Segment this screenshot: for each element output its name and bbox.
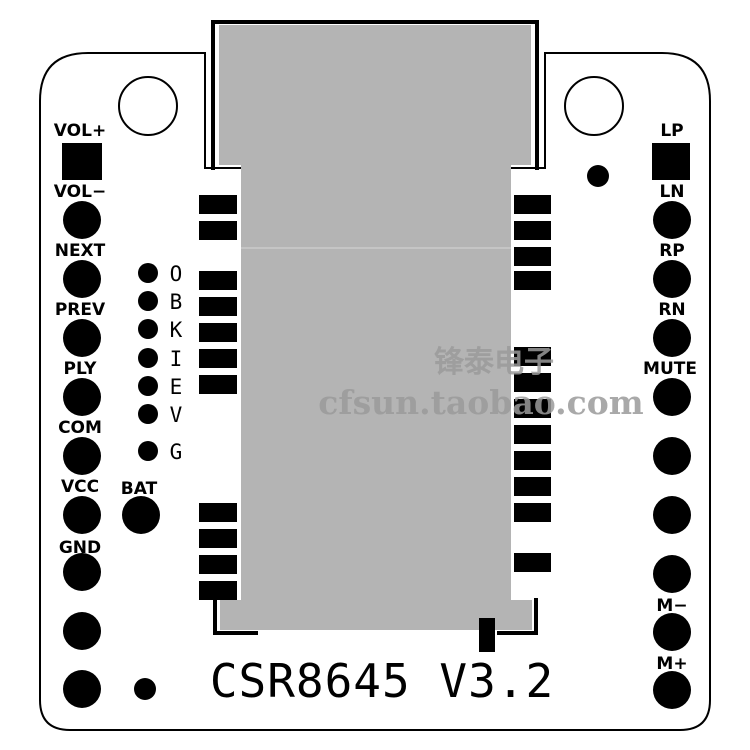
center-pad-column: O B K I E V G (138, 262, 183, 464)
module-bracket-right (497, 598, 538, 635)
bat-label: BAT (121, 479, 158, 499)
watermark-line2: cfsun.taobao.com (318, 383, 643, 422)
pin-pad (653, 671, 691, 709)
module-pad (199, 529, 237, 548)
pin-label-lp: LP (660, 121, 683, 141)
module-pad (199, 297, 237, 316)
small-pad (138, 348, 158, 368)
center-label-e: E (170, 375, 183, 399)
module-pad (514, 477, 551, 496)
pin-label-com: COM (58, 418, 102, 438)
pin-pad (63, 496, 101, 534)
module-pad (199, 555, 237, 574)
bat-pad (122, 496, 160, 534)
pin-pad (63, 612, 101, 650)
module-pad (199, 221, 237, 240)
pin-label-rn: RN (658, 300, 685, 320)
pin-pad (653, 260, 691, 298)
module-pad (514, 503, 551, 522)
left-pin-column: VOL+ VOL− NEXT PREV PLY COM VCC GND (54, 121, 106, 708)
mounting-hole-right (564, 76, 624, 136)
module-pad (199, 581, 237, 600)
pin-label-vol-plus: VOL+ (54, 121, 106, 141)
small-pad (138, 291, 158, 311)
board-title: CSR8645 V3.2 (210, 654, 554, 708)
pin-label-vol-minus: VOL− (54, 182, 106, 202)
module-pad (514, 451, 551, 470)
antenna-outline (211, 20, 539, 170)
module-pad (199, 503, 237, 522)
module-pad (199, 323, 237, 342)
watermark-line1: 锋泰电子 (434, 345, 554, 380)
module-pad (514, 195, 551, 214)
small-pad-bottom (134, 678, 156, 700)
pin-label-prev: PREV (55, 300, 106, 320)
pin-pad (653, 201, 691, 239)
pin-pad (653, 378, 691, 416)
module-pad (514, 399, 551, 418)
module-pad (514, 247, 551, 266)
pin-pad (63, 670, 101, 708)
module-pad (514, 271, 551, 290)
module-pad (514, 221, 551, 240)
pin-pad (653, 613, 691, 651)
pin-label-m-minus: M− (656, 596, 687, 616)
center-label-v: V (170, 403, 183, 427)
pin-pad-square (652, 143, 690, 180)
small-pad (138, 441, 158, 461)
pin-label-ln: LN (659, 182, 684, 202)
small-pad (138, 376, 158, 396)
pin-label-m-plus: M+ (656, 654, 687, 674)
center-label-b: B (170, 290, 183, 314)
pin-pad (653, 319, 691, 357)
pin-pad (63, 319, 101, 357)
module-pad (199, 195, 237, 214)
pin-pad (63, 201, 101, 239)
module-small-pad (479, 618, 495, 652)
center-label-i: I (170, 347, 183, 371)
center-label-o: O (170, 262, 183, 286)
module-pad (514, 347, 551, 366)
pin-label-mute: MUTE (643, 359, 697, 379)
module-pad (514, 553, 551, 572)
small-pad (138, 404, 158, 424)
module-pad (199, 349, 237, 368)
pin-pad (653, 496, 691, 534)
small-pad (138, 263, 158, 283)
small-pad (138, 319, 158, 339)
pin-pad (653, 437, 691, 475)
module-pad (514, 373, 551, 392)
pin-pad-square (62, 143, 102, 180)
center-label-k: K (170, 318, 183, 342)
module-right-pads (514, 195, 551, 572)
module-pad (514, 425, 551, 444)
mounting-hole-left (118, 76, 178, 136)
pin-pad (653, 555, 691, 593)
pin-pad (63, 553, 101, 591)
pin-label-vcc: VCC (61, 477, 99, 497)
pin-pad (63, 378, 101, 416)
center-label-g: G (170, 440, 183, 464)
pin-pad (63, 437, 101, 475)
pin-label-next: NEXT (55, 241, 106, 261)
right-pin-column: LP LN RP RN MUTE M− M+ (643, 121, 697, 709)
fiducial-dot (587, 165, 609, 187)
module-left-pads (199, 195, 237, 600)
pin-label-gnd: GND (59, 538, 101, 558)
module-pad (199, 375, 237, 394)
module-bracket-left (213, 598, 258, 635)
pin-label-rp: RP (659, 241, 685, 261)
pin-pad (63, 260, 101, 298)
module-antenna (219, 25, 531, 165)
pin-label-ply: PLY (64, 359, 98, 379)
module-body (241, 165, 511, 615)
module-pad (199, 271, 237, 290)
